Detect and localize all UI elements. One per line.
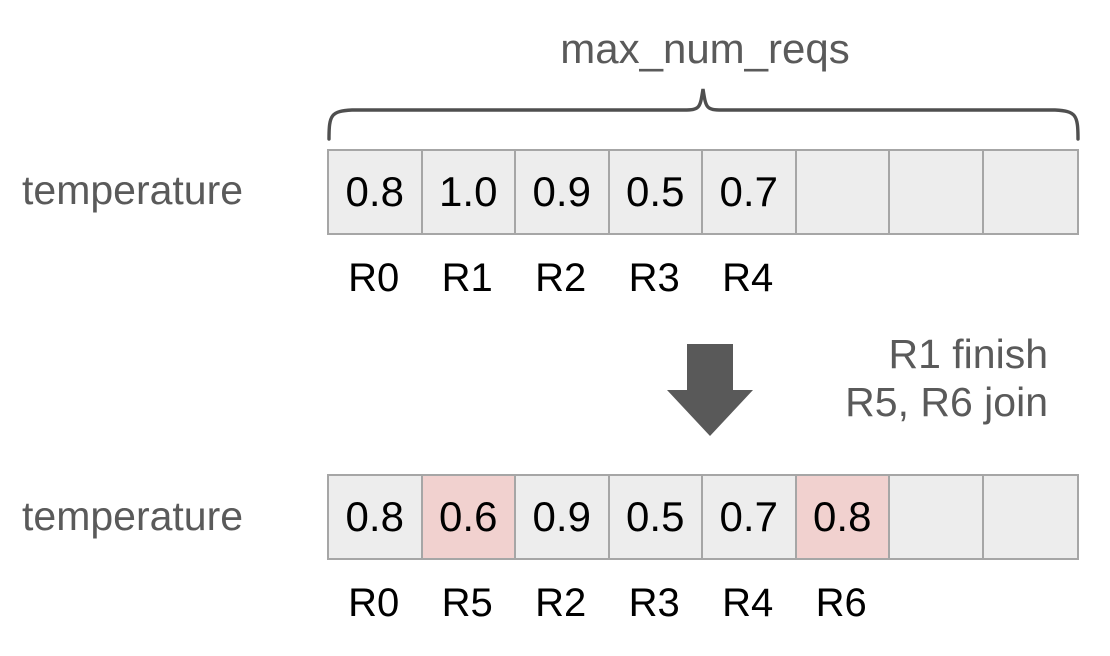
request-id-label [982,583,1076,623]
brace-caption-max-num-reqs: max_num_reqs [560,25,850,72]
request-id-label [888,258,982,298]
down-arrow-icon [667,344,753,436]
row-label-temperature-before: temperature [22,167,244,213]
temperature-cell: 1.0 [422,151,516,233]
temperature-cell [890,476,984,558]
request-id-label [982,258,1076,298]
temperature-cell [890,151,984,233]
request-id-label: R0 [348,256,400,300]
transition-note-line: R1 finish [888,331,1048,377]
request-id-label: R3 [628,256,680,300]
temperature-cell: 0.5 [609,476,703,558]
temperature-cell: 0.8 [329,476,423,558]
request-id-label [888,583,982,623]
row-label-temperature-after: temperature [22,493,244,539]
request-id-labels-after: R0 R5 R2 R3 R4 R6 [327,583,1079,623]
transition-note-line: R5, R6 join [845,379,1048,425]
request-id-label: R0 [348,581,400,625]
request-id-label [795,258,889,298]
request-id-label: R3 [628,581,680,625]
request-id-label: R4 [722,256,774,300]
request-id-label: R6 [815,581,867,625]
curly-brace-top [327,88,1080,141]
temperature-cell: 0.7 [703,151,797,233]
temperature-cell: 0.5 [609,151,703,233]
temperature-cell: 0.9 [516,476,610,558]
temperature-cell [796,151,890,233]
temperature-cell: 0.9 [516,151,610,233]
request-id-label: R2 [535,256,587,300]
temperature-cell: 0.8 [329,151,423,233]
temperature-cell: 0.6 [422,476,516,558]
request-id-label: R4 [722,581,774,625]
request-id-label: R1 [441,256,493,300]
request-id-label: R5 [441,581,493,625]
temperature-cell [983,476,1077,558]
request-id-label: R2 [535,581,587,625]
temperature-cell [983,151,1077,233]
request-id-labels-before: R0 R1 R2 R3 R4 [327,258,1079,298]
temperature-cell: 0.8 [796,476,890,558]
temperature-cell: 0.7 [703,476,797,558]
